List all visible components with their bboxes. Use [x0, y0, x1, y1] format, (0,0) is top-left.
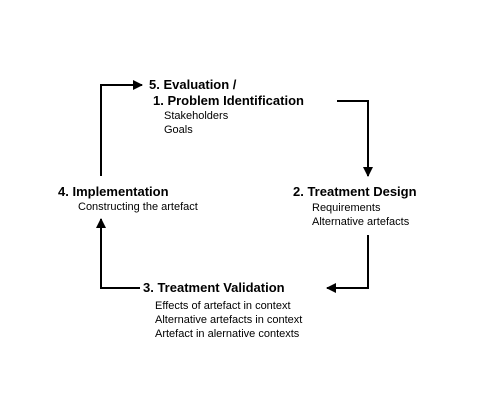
arrow-implementation-to-eval: [100, 80, 143, 176]
stage-validation-item-effects: Effects of artefact in context: [155, 300, 291, 312]
arrow-eval-to-design: [337, 100, 373, 177]
stage-treatment-design-title: 2. Treatment Design: [293, 184, 417, 199]
stage-treatment-validation-title: 3. Treatment Validation: [143, 280, 285, 295]
stage-evaluation-title: 5. Evaluation /: [149, 77, 237, 92]
stage-validation-item-alternative-contexts: Artefact in alernative contexts: [155, 328, 300, 340]
stage-design-item-requirements: Requirements: [312, 202, 381, 214]
stage-design-item-alternative-artefacts: Alternative artefacts: [312, 216, 410, 228]
stage-eval-item-goals: Goals: [164, 124, 193, 136]
stage-implementation-item-constructing: Constructing the artefact: [78, 201, 198, 213]
arrow-design-to-validation: [326, 235, 369, 293]
stage-problem-identification-title: 1. Problem Identification: [153, 93, 304, 108]
arrow-validation-to-implementation: [96, 218, 140, 289]
stage-validation-item-alternative-artefacts: Alternative artefacts in context: [155, 314, 303, 326]
stage-eval-item-stakeholders: Stakeholders: [164, 110, 229, 122]
stage-implementation-title: 4. Implementation: [58, 184, 169, 199]
